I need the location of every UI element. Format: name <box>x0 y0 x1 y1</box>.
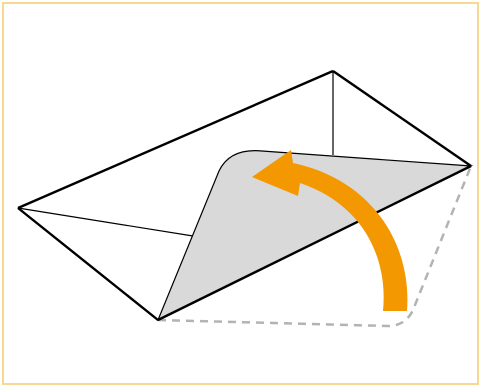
envelope-diagram <box>0 0 483 389</box>
